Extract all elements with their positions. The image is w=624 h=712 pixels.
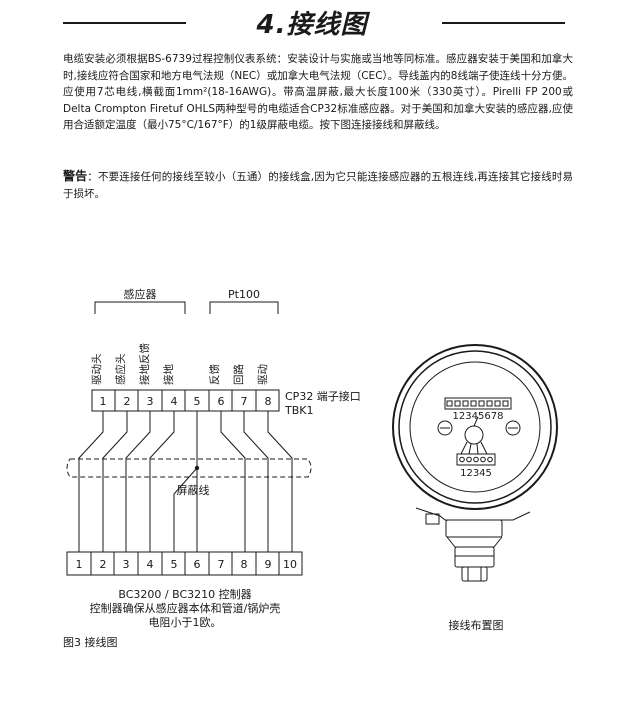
pt100-group-bracket	[209, 301, 279, 314]
top-terminal-5: 5	[194, 395, 201, 408]
wire-label-sense-head: 感应头	[114, 354, 127, 386]
wire-label-feedback: 反馈	[208, 364, 221, 385]
controller-note-line2: 电阻小于1欧。	[149, 616, 222, 629]
shield-outline	[66, 458, 312, 478]
top-terminal-7: 7	[241, 395, 248, 408]
housing-terminal-5-numbers: 12345	[460, 468, 492, 479]
cp32-terminal-name: CP32 端子接口	[285, 390, 361, 403]
sensor-group-label: 感应器	[124, 287, 157, 301]
tbk1-label: TBK1	[284, 404, 313, 417]
shield-drain-wire	[173, 467, 198, 552]
bottom-terminal-3: 3	[123, 558, 130, 571]
section-title: 4.接线图	[256, 10, 368, 40]
bottom-terminal-10: 10	[283, 558, 297, 571]
controller-note-line1: 控制器确保从感应器本体和管道/锅炉壳	[90, 601, 281, 615]
wiring-instructions: 电缆安装必须根据BS-6739过程控制仪表系统：安装设计与实施或当地等同标准。感…	[63, 53, 573, 131]
bottom-terminal-9: 9	[265, 558, 272, 571]
housing-terminal-8	[444, 397, 512, 410]
housing-terminal-8-numbers: 12345678	[453, 411, 504, 422]
figure-caption: 图3 接线图	[63, 636, 118, 649]
sensor-group-bracket	[94, 301, 186, 314]
warning-label: 警告	[63, 169, 88, 183]
bottom-terminal-5: 5	[171, 558, 178, 571]
wire-label-drive: 驱动	[257, 364, 269, 385]
wire-label-drive-head: 驱动头	[91, 354, 103, 386]
shield-junction-dot	[194, 465, 200, 471]
bottom-terminal-8: 8	[241, 558, 248, 571]
signal-wires	[78, 411, 293, 552]
wire-label-ground-feedback: 接地反馈	[138, 343, 151, 385]
warning-paragraph: 警告：不要连接任何的接线至较小（五通）的接线盒,因为它只能连接感应器的五根连线,…	[63, 168, 573, 202]
warning-text: ：不要连接任何的接线至较小（五通）的接线盒,因为它只能连接感应器的五根连线,再连…	[63, 171, 573, 200]
bottom-terminal-4: 4	[147, 558, 154, 571]
shield-label: 屏蔽线	[177, 483, 210, 497]
bottom-terminal-1: 1	[76, 558, 83, 571]
title-rule-left	[63, 22, 186, 24]
top-terminal-3: 3	[147, 395, 154, 408]
wire-label-ground: 接地	[162, 364, 175, 385]
layout-view-caption: 接线布置图	[449, 618, 504, 632]
top-terminal-6: 6	[218, 395, 225, 408]
housing-illustration	[392, 344, 558, 582]
pt100-group-label: Pt100	[228, 288, 260, 301]
top-terminal-2: 2	[124, 395, 131, 408]
wire-label-loop: 回路	[232, 364, 245, 385]
bottom-terminal-2: 2	[100, 558, 107, 571]
title-rule-right	[442, 22, 565, 24]
bottom-terminal-6: 6	[194, 558, 201, 571]
top-terminal-1: 1	[100, 395, 107, 408]
top-terminal-4: 4	[171, 395, 178, 408]
controller-model: BC3200 / BC3210 控制器	[118, 587, 251, 601]
top-terminal-8: 8	[265, 395, 272, 408]
bottom-terminal-7: 7	[218, 558, 225, 571]
